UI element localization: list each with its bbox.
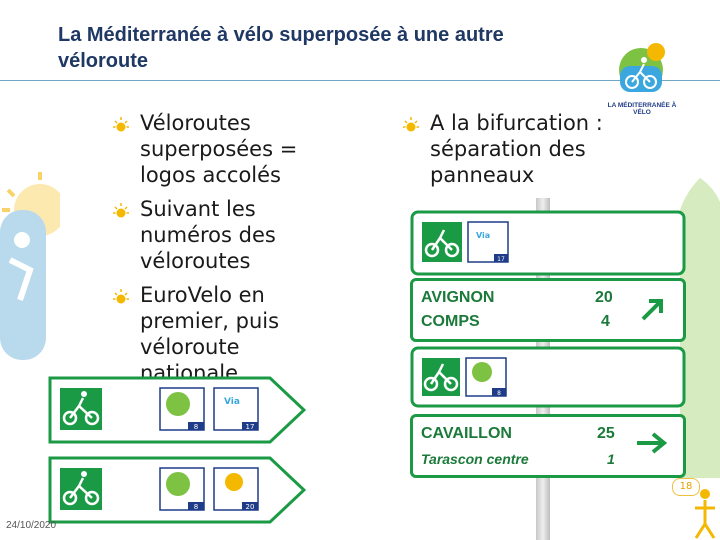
svg-text:Via: Via [224,397,240,407]
logo-text: LA MÉDITERRANÉE À VÉLO [607,102,677,116]
destination-name: Tarascon centre [421,451,529,467]
sun-bullet-icon [113,203,129,218]
direction-sign-superposed-1: 8 Via 17 [48,376,306,444]
direction-sign-cavaillon-tarascon: CAVAILLON 25 Tarascon centre 1 [410,414,686,478]
sun-bullet-icon [113,289,129,304]
slide-title: La Méditerranée à vélo superposée à une … [58,24,504,72]
right-bullet-list: A la bifurcation : séparation des pannea… [402,110,652,196]
bullet-text: Véloroutes superposées = logos accolés [140,111,298,187]
svg-text:Via: Via [476,231,490,240]
destination-name: AVIGNON [421,289,495,306]
svg-text:20: 20 [246,503,255,511]
bullet-item: A la bifurcation : séparation des pannea… [402,110,652,188]
sun-bullet-icon [113,117,129,132]
bullet-item: Suivant les numéros des véloroutes [112,196,312,274]
svg-text:17: 17 [497,256,505,263]
decorative-sun-cyclist-left [0,172,60,360]
decorative-tree-right [676,178,720,478]
title-divider [0,80,720,81]
bullet-text: EuroVelo en premier, puis véloroute nati… [140,283,280,385]
bullet-text: A la bifurcation : séparation des pannea… [430,111,603,187]
destination-distance: 4 [601,313,610,330]
logo-icon [619,43,665,92]
eurovelo-number: 8 [194,423,198,431]
bullet-text: Suivant les numéros des véloroutes [140,197,276,273]
direction-sign-national-route: Via 17 [410,210,686,276]
destination-distance: 20 [595,289,613,306]
destination-name: COMPS [421,313,480,330]
direction-sign-avignon-comps: AVIGNON 20 COMPS 4 [410,278,686,342]
arrow-right-icon [637,432,668,454]
destination-distance: 1 [607,451,615,467]
destination-distance: 25 [597,425,615,442]
left-bullet-list: Véloroutes superposées = logos accolés S… [112,110,312,394]
bullet-item: Véloroutes superposées = logos accolés [112,110,312,188]
mediterranee-a-velo-logo: LA MÉDITERRANÉE À VÉLO [600,36,682,118]
direction-sign-eurovelo: 8 [410,346,686,408]
svg-text:8: 8 [497,390,501,397]
direction-sign-superposed-2: 8 20 [48,456,306,524]
destination-name: CAVAILLON [421,425,512,442]
sun-bullet-icon [403,117,419,132]
page-number: 18 [672,478,700,496]
slide-date: 24/10/2020 [6,520,57,531]
bullet-item: EuroVelo en premier, puis véloroute nati… [112,282,312,386]
arrow-up-right-icon [641,299,663,321]
national-number: 17 [246,423,255,431]
svg-text:8: 8 [194,503,198,511]
decorative-cyclist-bottom-right [694,489,716,539]
